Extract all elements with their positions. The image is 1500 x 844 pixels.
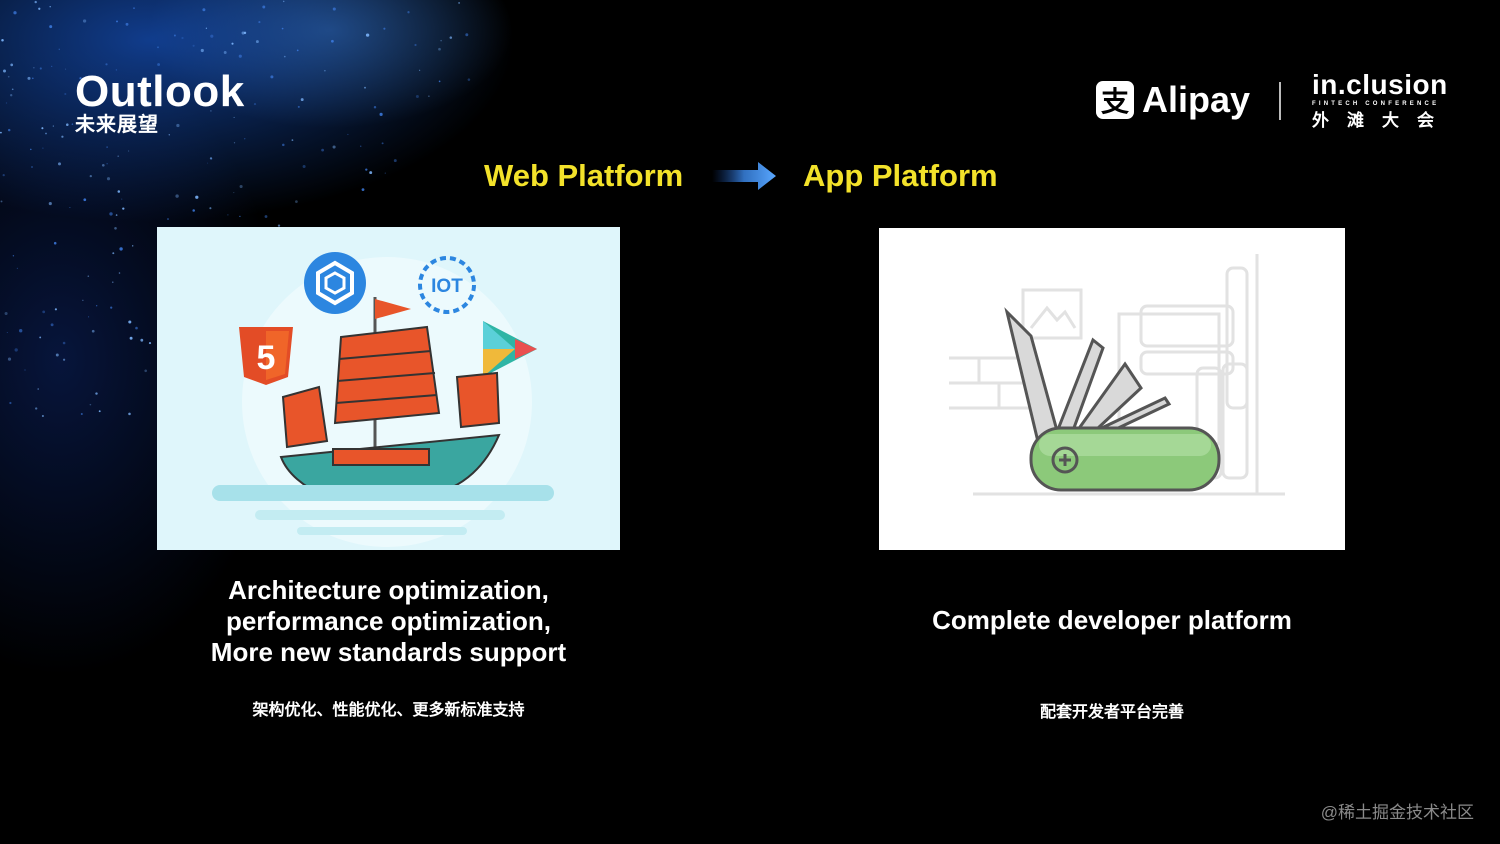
hexagon-logo-icon — [304, 252, 366, 314]
brand-title: Outlook — [75, 67, 245, 116]
alipay-logo: 支 Alipay — [1096, 80, 1250, 120]
right-arrow-icon — [712, 162, 776, 190]
inclusion-cn: 外滩大会 — [1312, 111, 1452, 130]
caption-line: Architecture optimization, — [228, 575, 549, 605]
html5-icon: 5 — [239, 327, 293, 385]
alipay-name: Alipay — [1142, 79, 1251, 120]
web-platform-illustration: IOT 5 — [157, 227, 620, 550]
caption-line: performance optimization, — [225, 606, 552, 636]
app-platform-illustration — [879, 228, 1345, 550]
play-store-icon — [483, 321, 537, 377]
logo-divider — [1279, 82, 1281, 120]
flow-from-label: Web Platform — [484, 158, 684, 193]
swiss-army-knife-icon — [949, 254, 1285, 496]
inclusion-logo: in.clusion FINTECH CONFERENCE 外滩大会 — [1312, 70, 1457, 132]
iot-label: IOT — [431, 276, 463, 297]
alipay-icon: 支 — [1096, 81, 1134, 119]
app-platform-caption-cn: 配套开发者平台完善 — [1039, 704, 1184, 721]
brand-subtitle: 未来展望 — [75, 114, 159, 136]
html5-glyph: 5 — [257, 339, 276, 377]
flow-to-label: App Platform — [803, 158, 998, 193]
watermark: @稀土掘金技术社区 — [1320, 803, 1474, 822]
caption-line: More new standards support — [210, 637, 567, 667]
app-platform-caption: Complete developer platform — [932, 605, 1292, 635]
inclusion-name: in.clusion — [1312, 69, 1448, 100]
junk-ship-icon — [279, 297, 501, 499]
iot-icon: IOT — [418, 256, 476, 314]
inclusion-tag: FINTECH CONFERENCE — [1312, 101, 1440, 107]
web-platform-caption-cn: 架构优化、性能优化、更多新标准支持 — [252, 702, 525, 719]
web-platform-caption: Architecture optimization, performance o… — [157, 575, 620, 668]
brand: Outlook 未来展望 — [75, 67, 245, 137]
